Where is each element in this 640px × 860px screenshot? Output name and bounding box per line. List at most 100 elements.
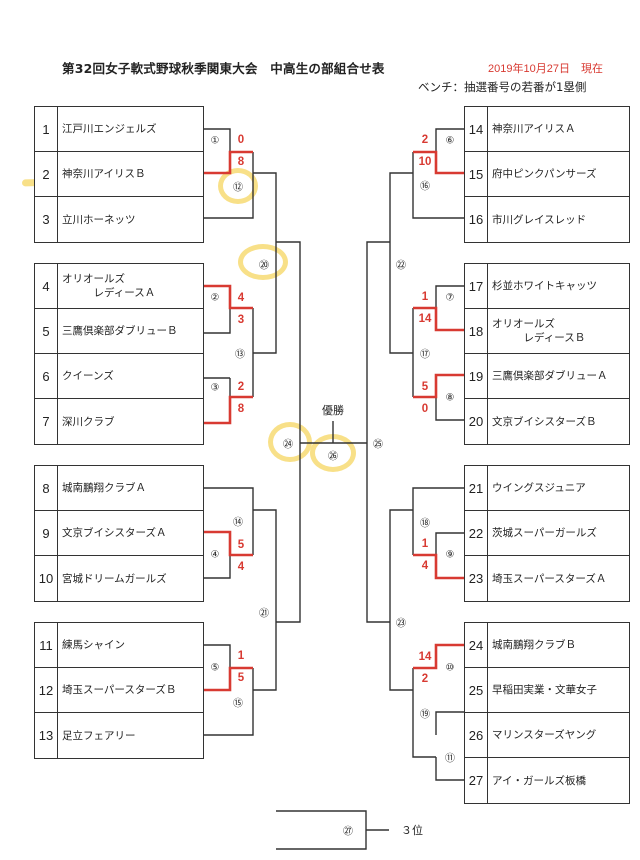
score-m4-team10: 4	[237, 561, 245, 573]
line-m14	[204, 487, 254, 555]
team-row: 13 足立フェアリー	[35, 713, 203, 758]
match-21: ㉑	[259, 608, 269, 620]
team-name: オリオールズ レディースＡ	[62, 273, 156, 299]
score-m3-team7: 8	[237, 403, 245, 415]
line-m23	[389, 509, 413, 691]
match-18: ⑱	[420, 518, 430, 530]
score-m9-team22: 1	[421, 538, 429, 550]
team-number: 2	[35, 152, 58, 196]
team-number: 18	[465, 309, 488, 353]
team-number: 24	[465, 623, 488, 667]
champion-label: 優勝	[322, 404, 344, 417]
team-name: ウイングスジュニア	[492, 482, 586, 494]
match-16: ⑯	[420, 181, 430, 193]
match-10: ⑩	[445, 662, 455, 674]
score-m6-team15: 10	[418, 156, 432, 168]
match-8: ⑧	[445, 392, 455, 404]
score-m1-team1: 0	[237, 134, 245, 146]
team-number: 20	[465, 399, 488, 444]
team-name: 杉並ホワイトキャッツ	[492, 280, 597, 292]
score-m10-team24: 14	[418, 651, 432, 663]
bracket-winner-lines	[204, 150, 464, 692]
team-number: 4	[35, 264, 58, 308]
match-2: ②	[210, 292, 220, 304]
title: 第32回女子軟式野球秋季関東大会 中高生の部組合せ表	[62, 61, 385, 76]
score-m8-team19: 5	[421, 381, 429, 393]
bench-note: ベンチ：抽選番号の若番が1塁側	[418, 80, 587, 94]
score-m3-team6: 2	[237, 381, 245, 393]
winner-line-m3	[204, 395, 253, 425]
bracket-black-lines	[204, 128, 464, 850]
match-4: ④	[210, 549, 220, 561]
match-26: ㉖	[328, 451, 338, 463]
team-number: 11	[35, 623, 58, 667]
team-number: 13	[35, 713, 58, 758]
match-7: ⑦	[445, 292, 455, 304]
team-name: 三鷹倶楽部ダブリューＢ	[62, 325, 178, 337]
team-number: 6	[35, 354, 58, 398]
team-number: 27	[465, 758, 488, 803]
team-name: 文京ブイシスターズＡ	[62, 527, 167, 539]
team-number: 15	[465, 152, 488, 196]
score-m6-team14: 2	[421, 134, 429, 146]
score-m10-team25: 2	[421, 673, 429, 685]
team-number: 19	[465, 354, 488, 398]
match-3: ③	[210, 382, 220, 394]
team-name: 江戸川エンジェルズ	[62, 123, 157, 135]
score-m7-team18: 14	[418, 313, 432, 325]
team-name: 城南鵬翔クラブＢ	[492, 639, 576, 651]
team-name: 足立フェアリー	[62, 729, 136, 742]
score-m7-team17: 1	[421, 291, 429, 303]
team-name: 練馬シャイン	[62, 639, 125, 651]
team-name: 早稲田実業・文華女子	[492, 684, 597, 696]
third-place-label: ３位	[401, 824, 423, 837]
winner-line-m8	[413, 373, 464, 399]
team-name: 城南鵬翔クラブＡ	[62, 482, 146, 494]
team-number: 7	[35, 399, 58, 444]
match-20: ⑳	[259, 260, 269, 272]
team-name: 埼玉スーパースターズＢ	[62, 684, 177, 696]
team-name: マリンスターズヤング	[492, 729, 597, 741]
winner-line-m9	[413, 553, 464, 580]
score-m4-team9: 5	[237, 539, 245, 551]
date-status: 2019年10月27日 現在	[488, 63, 603, 75]
team-name: 神奈川アイリスＡ	[492, 123, 576, 135]
score-m5-team11: 1	[237, 650, 245, 662]
team-row: 14 神奈川アイリスＡ	[465, 107, 629, 152]
team-name: 埼玉スーパースターズＡ	[492, 572, 607, 585]
team-number: 23	[465, 556, 488, 601]
match-25: ㉕	[373, 439, 383, 451]
team-name: アイ・ガールズ板橋	[492, 774, 586, 787]
team-number: 3	[35, 197, 58, 242]
team-name: オリオールズ レディースＢ	[492, 318, 586, 344]
match-23: ㉓	[396, 618, 406, 630]
team-number: 26	[465, 713, 488, 757]
match-1: ①	[210, 135, 220, 147]
team-row: 23 埼玉スーパースターズＡ	[465, 556, 629, 601]
team-row: 3 立川ホーネッツ	[35, 197, 203, 242]
match-19: ⑲	[420, 709, 430, 721]
team-name: 立川ホーネッツ	[62, 213, 136, 226]
match-17: ⑰	[420, 349, 430, 361]
match-14: ⑭	[233, 517, 243, 529]
team-number: 14	[465, 107, 488, 151]
match-13: ⑬	[235, 349, 245, 361]
match-15: ⑮	[233, 698, 243, 710]
